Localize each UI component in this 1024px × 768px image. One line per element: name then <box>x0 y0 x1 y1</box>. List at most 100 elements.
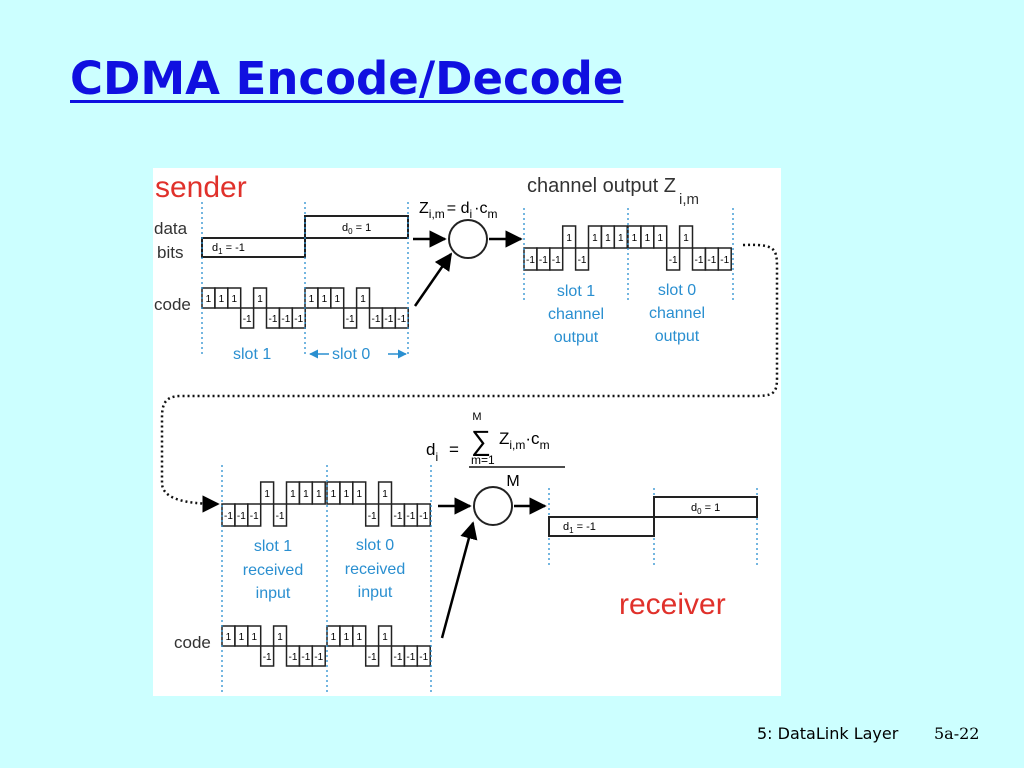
receiver-label: receiver <box>619 588 726 621</box>
slide-title: CDMA Encode/Decode <box>70 52 624 105</box>
chip-cell <box>342 307 358 329</box>
sender-label: sender <box>155 171 247 204</box>
chip-value: 1 <box>356 632 362 643</box>
chip-value: 1 <box>683 233 689 244</box>
svg-text:input: input <box>256 585 291 602</box>
chip-value: 1 <box>382 489 388 500</box>
chip-value: -1 <box>281 314 290 325</box>
chip-cell <box>549 247 564 271</box>
chip-cell <box>678 225 694 249</box>
chip-value: 1 <box>206 294 212 305</box>
chip-value: -1 <box>397 314 406 325</box>
chip-value: -1 <box>393 511 402 522</box>
chip-value: -1 <box>301 652 310 663</box>
receiver-code-label: code <box>174 633 211 652</box>
chip-value: 1 <box>657 233 663 244</box>
chip-value: -1 <box>314 652 323 663</box>
svg-text:M: M <box>506 473 519 490</box>
chip-cell <box>259 645 275 667</box>
chip-value: 1 <box>344 489 350 500</box>
sender-slot-dividers <box>201 202 409 356</box>
chip-value: -1 <box>294 314 303 325</box>
svg-text:channel: channel <box>548 306 604 323</box>
chip-cell <box>272 625 288 647</box>
data-bits-label-1: data <box>154 219 188 238</box>
chip-value: 1 <box>331 632 337 643</box>
chip-value: 1 <box>303 489 309 500</box>
chip-value: -1 <box>371 314 380 325</box>
chip-value: 1 <box>316 489 322 500</box>
footer-page-number: 5a-22 <box>934 724 980 743</box>
chip-cell <box>352 481 367 505</box>
slot0-channel-output-label: slot 0 channel output <box>649 282 705 345</box>
chip-cell <box>364 645 380 667</box>
encode-equation: Zi,m= di·cm <box>419 200 497 221</box>
svg-text:slot 1: slot 1 <box>557 283 595 300</box>
chip-cell <box>355 287 371 309</box>
chip-value: -1 <box>720 255 729 266</box>
chip-value: -1 <box>288 652 297 663</box>
sender-slot0-label: slot 0 <box>332 346 370 363</box>
chip-value: -1 <box>368 511 377 522</box>
chip-cell <box>352 625 367 647</box>
chip-value: -1 <box>268 314 277 325</box>
chip-value: -1 <box>406 652 415 663</box>
chip-cell <box>561 225 577 249</box>
svg-text:slot 0: slot 0 <box>658 282 696 299</box>
channel-slot-dividers <box>523 208 734 302</box>
chip-cell <box>247 625 262 647</box>
chip-value: -1 <box>346 314 355 325</box>
chip-cell <box>613 225 628 249</box>
chip-value: 1 <box>334 294 340 305</box>
footer-chapter: 5: DataLink Layer <box>757 724 899 743</box>
svg-text:slot 0: slot 0 <box>356 537 394 554</box>
chip-value: 1 <box>592 233 598 244</box>
chip-cell <box>653 225 668 249</box>
chip-value: -1 <box>276 511 285 522</box>
chip-value: 1 <box>309 294 315 305</box>
decode-equation: di = M ∑ m=1 Zi,m·cm M <box>426 411 565 490</box>
chip-value: 1 <box>382 632 388 643</box>
slot1-channel-output-label: slot 1 channel output <box>548 283 604 346</box>
chip-value: 1 <box>331 489 337 500</box>
svg-text:M: M <box>472 411 481 423</box>
chip-value: 1 <box>277 632 283 643</box>
chip-value: -1 <box>707 255 716 266</box>
svg-text:di: di <box>426 440 438 464</box>
sender-slot1-label: slot 1 <box>233 346 271 363</box>
receiver-data-bits-waveform: d1 = -1 d0 = 1 <box>548 488 758 568</box>
chip-cell <box>377 625 393 647</box>
code-label: code <box>154 295 191 314</box>
svg-text:∑: ∑ <box>471 425 491 456</box>
chip-cell <box>272 503 288 527</box>
chip-value: -1 <box>237 511 246 522</box>
svg-text:Zi,m·cm: Zi,m·cm <box>499 429 550 452</box>
chip-value: 1 <box>360 294 366 305</box>
chip-value: 1 <box>356 489 362 500</box>
chip-value: 1 <box>231 294 237 305</box>
receiver-slot-dividers <box>221 465 432 693</box>
svg-text:received: received <box>345 561 405 578</box>
chip-cell <box>330 287 345 309</box>
encoder-multiplier <box>448 219 488 259</box>
data-bits-label-2: bits <box>157 243 183 262</box>
chip-value: -1 <box>406 511 415 522</box>
svg-text:received: received <box>243 562 303 579</box>
decoder-multiplier <box>473 486 513 526</box>
svg-text:=: = <box>449 440 459 459</box>
chip-value: 1 <box>290 489 296 500</box>
chip-value: -1 <box>578 255 587 266</box>
chip-value: -1 <box>419 652 428 663</box>
chip-value: -1 <box>368 652 377 663</box>
slot0-received-input-label: slot 0 received input <box>345 537 405 601</box>
chip-value: -1 <box>669 255 678 266</box>
chip-value: 1 <box>219 294 225 305</box>
chip-value: -1 <box>552 255 561 266</box>
svg-text:output: output <box>554 329 599 346</box>
